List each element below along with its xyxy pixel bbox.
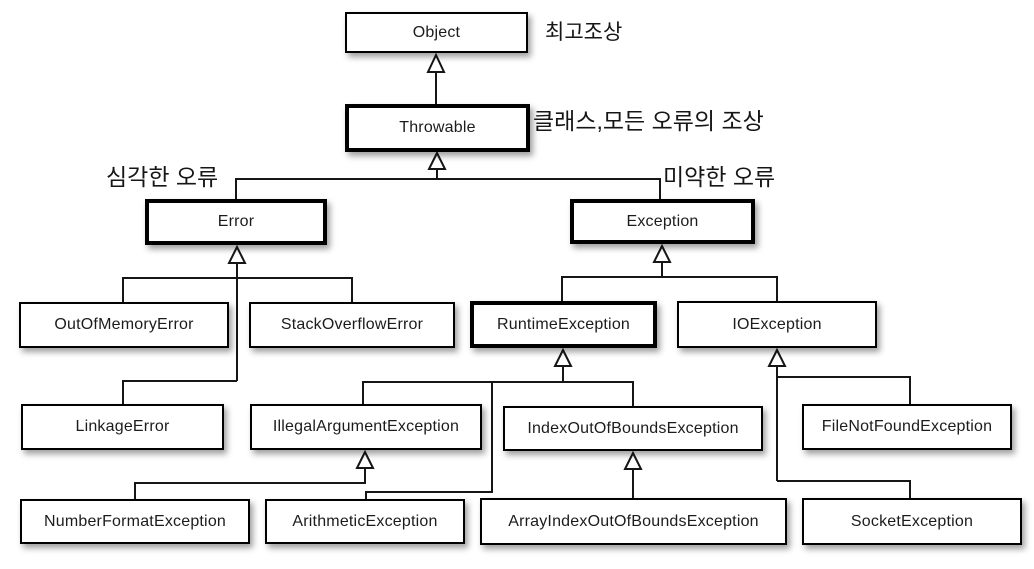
node-illegal-argument-exception: IllegalArgumentException — [250, 404, 482, 450]
annotation-error-note: 심각한 오류 — [106, 164, 219, 190]
node-error: Error — [145, 199, 327, 245]
node-out-of-memory-error-label: OutOfMemoryError — [54, 316, 194, 333]
node-socket-exception-label: SocketException — [850, 512, 974, 530]
annotation-object-note: 최고조상 — [545, 21, 623, 44]
node-exception: Exception — [570, 199, 755, 244]
node-object-label: Object — [412, 23, 461, 41]
node-file-not-found-exception-label: FileNotFoundException — [821, 418, 993, 435]
node-number-format-exception-label: NumberFormatException — [43, 512, 227, 530]
inheritance-arrow-error — [227, 244, 247, 264]
node-error-label: Error — [217, 213, 255, 230]
inheritance-arrow-runtime-exception — [553, 347, 573, 367]
edge-rail-io-exception — [776, 366, 911, 498]
edge-rail-runtime-exception — [362, 366, 634, 499]
node-number-format-exception: NumberFormatException — [20, 499, 250, 544]
node-stack-overflow-error: StackOverflowError — [249, 302, 455, 348]
node-io-exception-label: IOException — [732, 315, 822, 333]
node-arithmetic-exception: ArithmeticException — [265, 499, 465, 544]
node-index-out-of-bounds-exception: IndexOutOfBoundsException — [503, 406, 763, 451]
node-object: Object — [345, 12, 528, 53]
node-io-exception: IOException — [677, 301, 877, 348]
inheritance-arrow-exception — [652, 243, 672, 263]
inheritance-arrow-illegal-argument — [355, 449, 375, 469]
edge-rail-exception — [561, 262, 778, 301]
node-index-out-of-bounds-exception-label: IndexOutOfBoundsException — [527, 419, 739, 437]
inheritance-arrow-object — [426, 52, 446, 73]
node-linkage-error: LinkageError — [21, 404, 224, 450]
edge-rail-throwable — [235, 169, 661, 199]
node-out-of-memory-error: OutOfMemoryError — [19, 302, 229, 348]
node-illegal-argument-exception-label: IllegalArgumentException — [272, 418, 460, 435]
inheritance-arrow-throwable — [427, 150, 447, 170]
node-stack-overflow-error-label: StackOverflowError — [280, 316, 424, 333]
node-runtime-exception-label: RuntimeException — [496, 315, 631, 333]
node-array-index-out-of-bounds-exception-label: ArrayIndexOutOfBoundsException — [508, 512, 759, 530]
node-linkage-error-label: LinkageError — [75, 418, 170, 435]
node-exception-label: Exception — [626, 212, 699, 230]
annotation-exception-note: 미약한 오류 — [663, 164, 776, 190]
inheritance-arrow-io-exception — [767, 347, 787, 367]
node-arithmetic-exception-label: ArithmeticException — [292, 512, 438, 530]
annotation-throwable-note: 클래스,모든 오류의 조상 — [533, 108, 764, 134]
node-throwable-label: Throwable — [399, 119, 476, 136]
node-runtime-exception: RuntimeException — [470, 301, 657, 348]
node-array-index-out-of-bounds-exception: ArrayIndexOutOfBoundsException — [480, 498, 787, 545]
node-file-not-found-exception: FileNotFoundException — [802, 404, 1012, 450]
edge-rail-error — [122, 263, 353, 404]
node-throwable: Throwable — [345, 104, 530, 152]
edge-numberformat-illegalargument — [134, 468, 366, 499]
inheritance-arrow-index-out-of-bounds — [623, 450, 643, 470]
node-socket-exception: SocketException — [802, 498, 1022, 545]
